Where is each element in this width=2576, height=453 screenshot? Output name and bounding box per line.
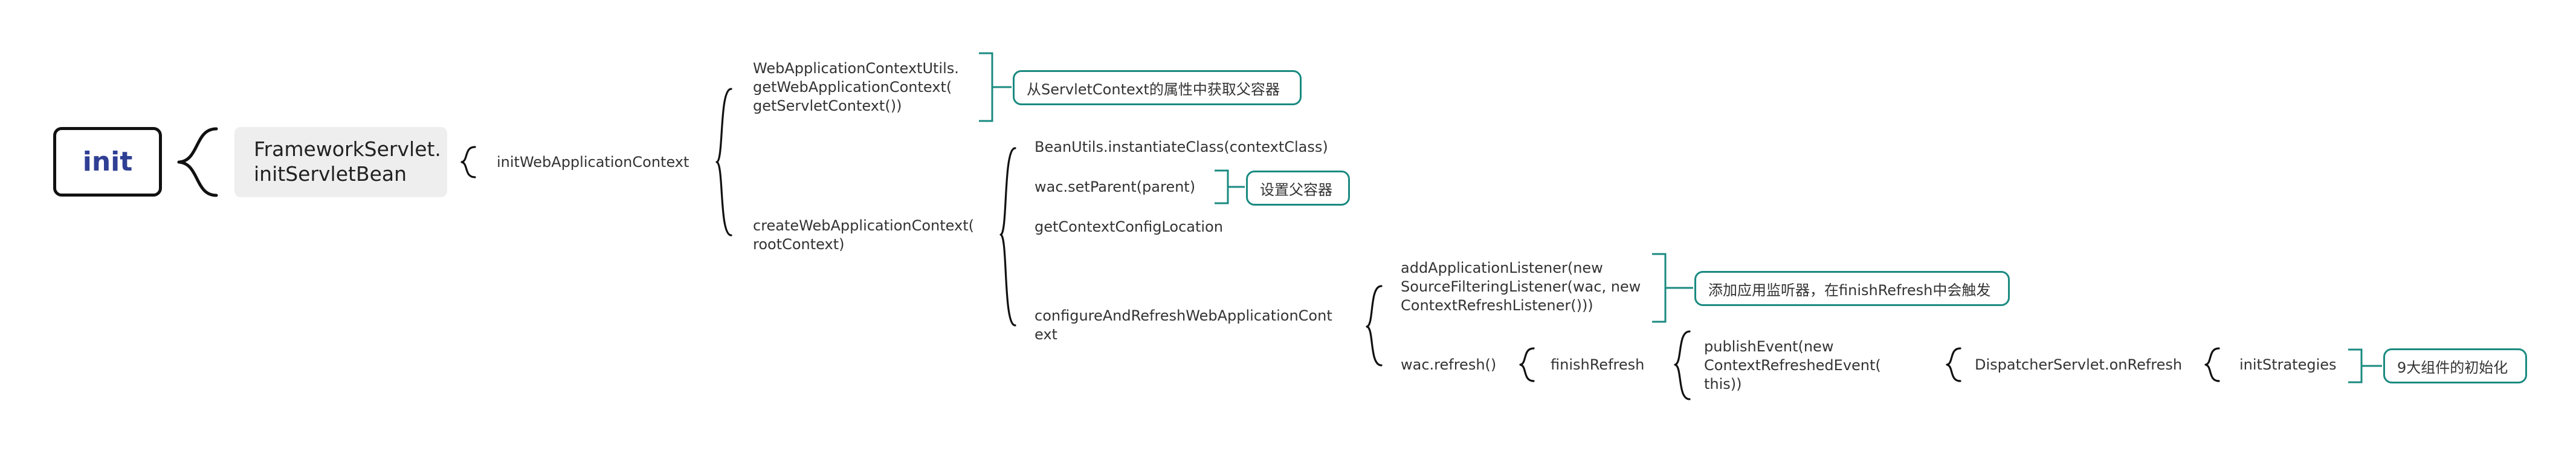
node-finish-refresh[interactable]: finishRefresh <box>1551 356 1645 373</box>
note-init-strategies[interactable]: 9大组件的初始化 <box>2383 348 2527 383</box>
note-set-parent[interactable]: 设置父容器 <box>1246 171 1350 206</box>
node-publish-event[interactable]: publishEvent(new ContextRefreshedEvent( … <box>1704 338 1881 393</box>
note-text: 添加应用监听器，在finishRefresh中会触发 <box>1708 281 1991 299</box>
bracket-set-parent <box>1215 169 1245 204</box>
node-wac-refresh[interactable]: wac.refresh() <box>1401 356 1497 373</box>
brace-create <box>999 147 1016 327</box>
brace-root <box>177 127 218 197</box>
brace-refresh <box>1519 347 1535 382</box>
node-init-web-application-context[interactable]: initWebApplicationContext <box>497 154 689 171</box>
node-get-web-application-context[interactable]: WebApplicationContextUtils. getWebApplic… <box>753 60 959 114</box>
brace-on-refresh <box>2204 347 2220 382</box>
brace-configure <box>1366 285 1383 367</box>
brace-level1 <box>460 146 476 178</box>
node-configure-and-refresh[interactable]: configureAndRefreshWebApplicationCont ex… <box>1035 307 1332 343</box>
brace-publish-event <box>1946 347 1961 382</box>
bracket-listener <box>1652 253 1693 323</box>
note-text: 从ServletContext的属性中获取父容器 <box>1027 80 1280 98</box>
node-framework-servlet[interactable]: FrameworkServlet. initServletBean <box>234 127 447 197</box>
node-dispatcher-servlet-on-refresh[interactable]: DispatcherServlet.onRefresh <box>1975 356 2183 373</box>
root-node[interactable]: init <box>53 127 162 197</box>
note-add-listener[interactable]: 添加应用监听器，在finishRefresh中会触发 <box>1694 271 2010 306</box>
note-text: 9大组件的初始化 <box>2397 359 2508 376</box>
node-get-context-config-location[interactable]: getContextConfigLocation <box>1035 218 1223 235</box>
bracket-get-parent <box>979 52 1012 122</box>
node-create-web-application-context[interactable]: createWebApplicationContext( rootContext… <box>753 217 974 253</box>
node-add-application-listener[interactable]: addApplicationListener(new SourceFilteri… <box>1401 259 1641 314</box>
note-get-parent-from-servlet-context[interactable]: 从ServletContext的属性中获取父容器 <box>1013 70 1302 105</box>
note-text: 设置父容器 <box>1260 181 1332 198</box>
brace-finish-refresh <box>1674 330 1691 400</box>
node-set-parent[interactable]: wac.setParent(parent) <box>1035 178 1196 195</box>
node-init-strategies[interactable]: initStrategies <box>2239 356 2337 373</box>
node-instantiate-class[interactable]: BeanUtils.instantiateClass(contextClass) <box>1035 139 1328 155</box>
bracket-strategies <box>2348 348 2382 383</box>
brace-level2 <box>715 88 732 236</box>
